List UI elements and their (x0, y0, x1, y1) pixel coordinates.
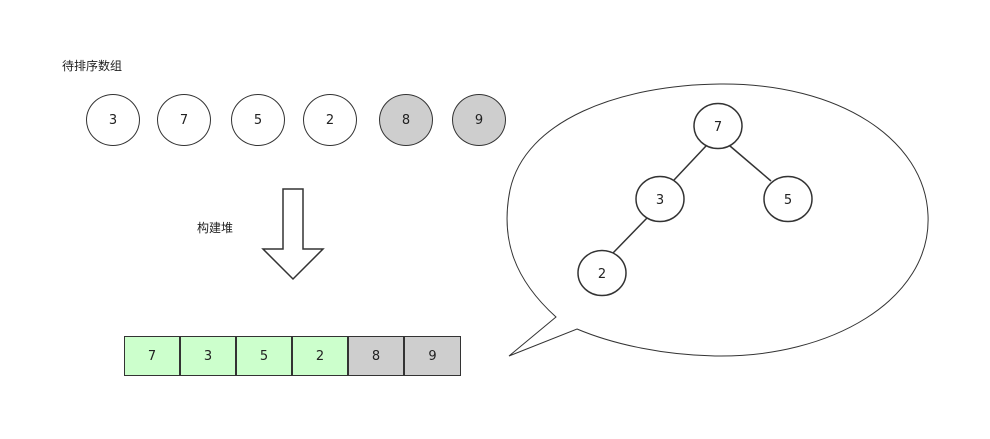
edge-3-2 (612, 217, 648, 254)
array-node-3: 2 (303, 94, 357, 146)
tree-node-left (635, 175, 685, 223)
heap-cell-5: 9 (404, 336, 461, 376)
heap-cell-2: 5 (236, 336, 292, 376)
array-node-5: 9 (452, 94, 506, 146)
edge-7-3 (673, 145, 707, 181)
down-arrow-icon (261, 188, 325, 281)
tree-node-root-label: 7 (714, 120, 722, 135)
heap-cell-1: 3 (180, 336, 236, 376)
edge-7-5 (729, 145, 772, 182)
tree-node-root (693, 102, 743, 150)
array-node-0: 3 (86, 94, 140, 146)
tree-node-right (763, 175, 813, 223)
heap-cell-4: 8 (348, 336, 404, 376)
array-node-4: 8 (379, 94, 433, 146)
tree-node-left-left-label: 2 (598, 267, 606, 282)
build-heap-label: 构建堆 (197, 221, 234, 235)
tree-node-right-label: 5 (784, 193, 792, 208)
array-node-2: 5 (231, 94, 285, 146)
heap-cell-0: 7 (124, 336, 180, 376)
array-node-1: 7 (157, 94, 211, 146)
heap-cell-3: 2 (292, 336, 348, 376)
array-title: 待排序数组 (62, 59, 123, 73)
tree-node-left-label: 3 (656, 193, 664, 208)
tree-node-left-left (577, 249, 627, 297)
